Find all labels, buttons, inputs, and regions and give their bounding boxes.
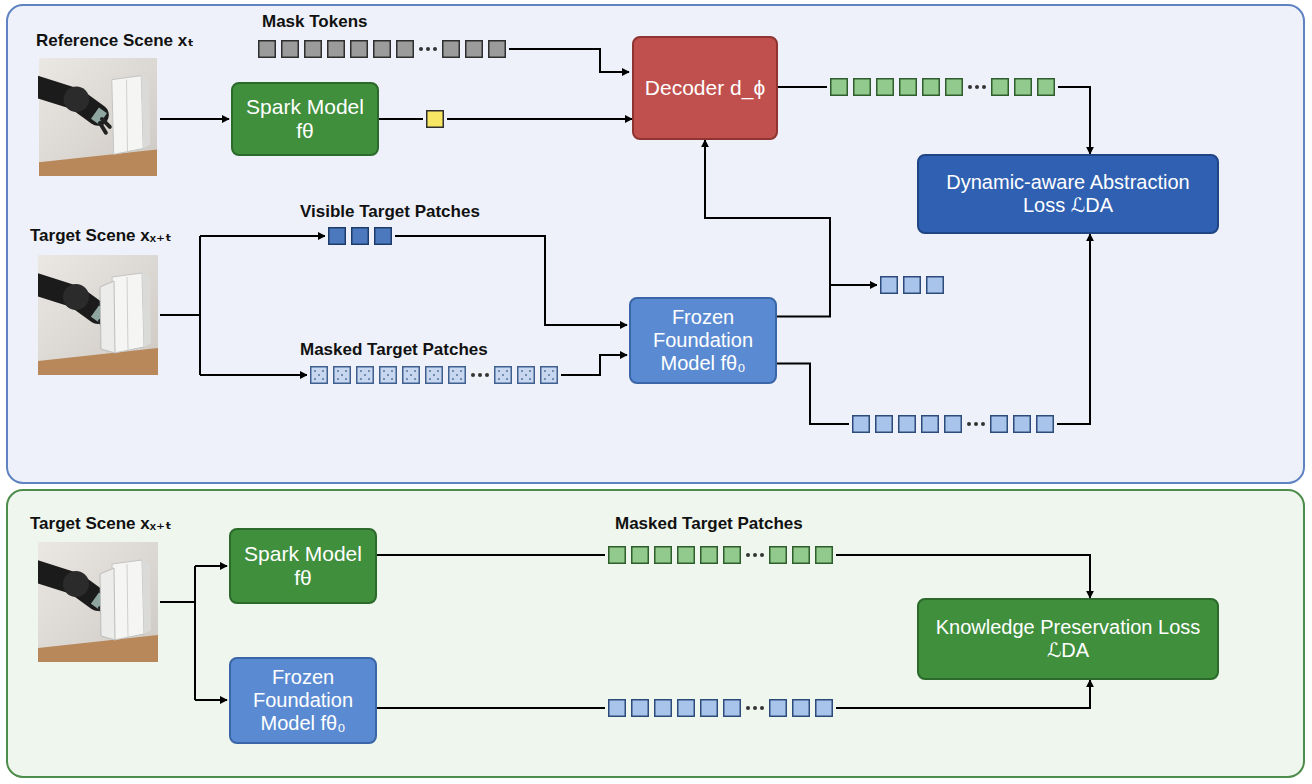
caption-label: Mask Tokens	[262, 12, 368, 32]
frozen-model-box: Frozen Foundation Model fθ₀	[229, 657, 377, 744]
svg-path	[160, 118, 229, 120]
model-box: Spark Model fθ	[231, 82, 379, 156]
model-box: Spark Model fθ	[229, 528, 377, 604]
caption-label: Visible Target Patches	[300, 202, 480, 222]
svg-path	[558, 355, 627, 375]
svg-path	[160, 601, 195, 603]
svg-rect	[608, 546, 746, 564]
svg-circle	[426, 47, 430, 51]
svg-circle	[968, 85, 972, 89]
svg-rect	[852, 415, 967, 433]
box-text: Dynamic-aware Abstraction Loss ℒDA	[929, 171, 1207, 217]
caption-label: Target Scene xₓ₊ₜ	[30, 514, 171, 534]
svg-circle	[419, 47, 423, 51]
svg-path	[392, 236, 627, 325]
connector	[379, 118, 632, 120]
frozen-model-box: Frozen Foundation Model fθ₀	[629, 297, 777, 384]
masked-patch-row	[307, 363, 563, 387]
svg-circle	[967, 422, 971, 426]
svg-path	[200, 235, 325, 237]
svg-circle	[433, 47, 437, 51]
svg-rect	[494, 366, 563, 384]
svg-circle	[760, 706, 764, 710]
svg-path	[199, 236, 201, 375]
connector	[705, 140, 830, 317]
box-text: Spark Model fθ	[243, 95, 367, 143]
svg-path	[194, 566, 196, 700]
svg-rect	[990, 415, 1059, 433]
svg-circle	[746, 553, 750, 557]
box-text: Spark Model fθ	[241, 542, 365, 590]
caption-label: Masked Target Patches	[300, 340, 488, 360]
svg-circle	[485, 373, 489, 377]
top-panel	[7, 5, 1304, 483]
target-scene-image	[32, 542, 158, 662]
box-text: Knowledge Preservation Loss ℒDA	[929, 616, 1207, 662]
svg-rect	[608, 699, 746, 717]
flow-lines	[160, 49, 877, 700]
caption-label: Target Scene xₓ₊ₜ	[30, 226, 171, 246]
box-text: Frozen Foundation Model fθ₀	[641, 306, 765, 375]
latent-token	[423, 107, 447, 131]
svg-rect	[769, 699, 838, 717]
target-feature-row	[849, 412, 1059, 436]
visible-patch-row	[325, 224, 397, 248]
svg-rect	[880, 276, 949, 294]
svg-path	[195, 565, 227, 567]
svg-path	[506, 49, 629, 72]
svg-path	[195, 699, 227, 701]
caption-label: Masked Target Patches	[615, 514, 803, 534]
svg-circle	[760, 553, 764, 557]
svg-circle	[471, 373, 475, 377]
teacher-feature-row	[605, 696, 838, 720]
svg-circle	[753, 706, 757, 710]
loss-box: Dynamic-aware Abstraction Loss ℒDA	[917, 154, 1219, 234]
svg-rect	[310, 366, 471, 384]
svg-circle	[975, 85, 979, 89]
svg-path	[200, 374, 307, 376]
svg-path	[830, 284, 877, 286]
box-text: Decoder d_ϕ	[645, 76, 765, 100]
connector	[777, 234, 1090, 424]
svg-circle	[974, 422, 978, 426]
svg-rect	[991, 78, 1060, 96]
visible-feature-row	[877, 273, 949, 297]
box-text: Frozen Foundation Model fθ₀	[241, 666, 365, 735]
svg-rect	[423, 107, 447, 131]
svg-rect	[830, 78, 968, 96]
svg-path	[160, 314, 200, 316]
svg-rect	[328, 227, 397, 245]
svg-circle	[478, 373, 482, 377]
svg-rect	[442, 40, 511, 58]
bottom-panel	[7, 490, 1304, 777]
student-feature-row	[605, 543, 838, 567]
svg-rect	[427, 111, 444, 128]
target-scene-image	[32, 255, 158, 375]
caption-label: Reference Scene xₜ	[36, 31, 194, 51]
reference-scene-image	[33, 58, 157, 176]
predicted-token-row	[827, 75, 1060, 99]
svg-rect	[769, 546, 838, 564]
svg-circle	[746, 706, 750, 710]
svg-circle	[753, 553, 757, 557]
svg-circle	[982, 85, 986, 89]
decoder-box: Decoder d_ϕ	[632, 36, 778, 140]
mask-token-row	[255, 37, 511, 61]
loss-box: Knowledge Preservation Loss ℒDA	[917, 598, 1219, 680]
svg-rect	[258, 40, 419, 58]
svg-circle	[981, 422, 985, 426]
